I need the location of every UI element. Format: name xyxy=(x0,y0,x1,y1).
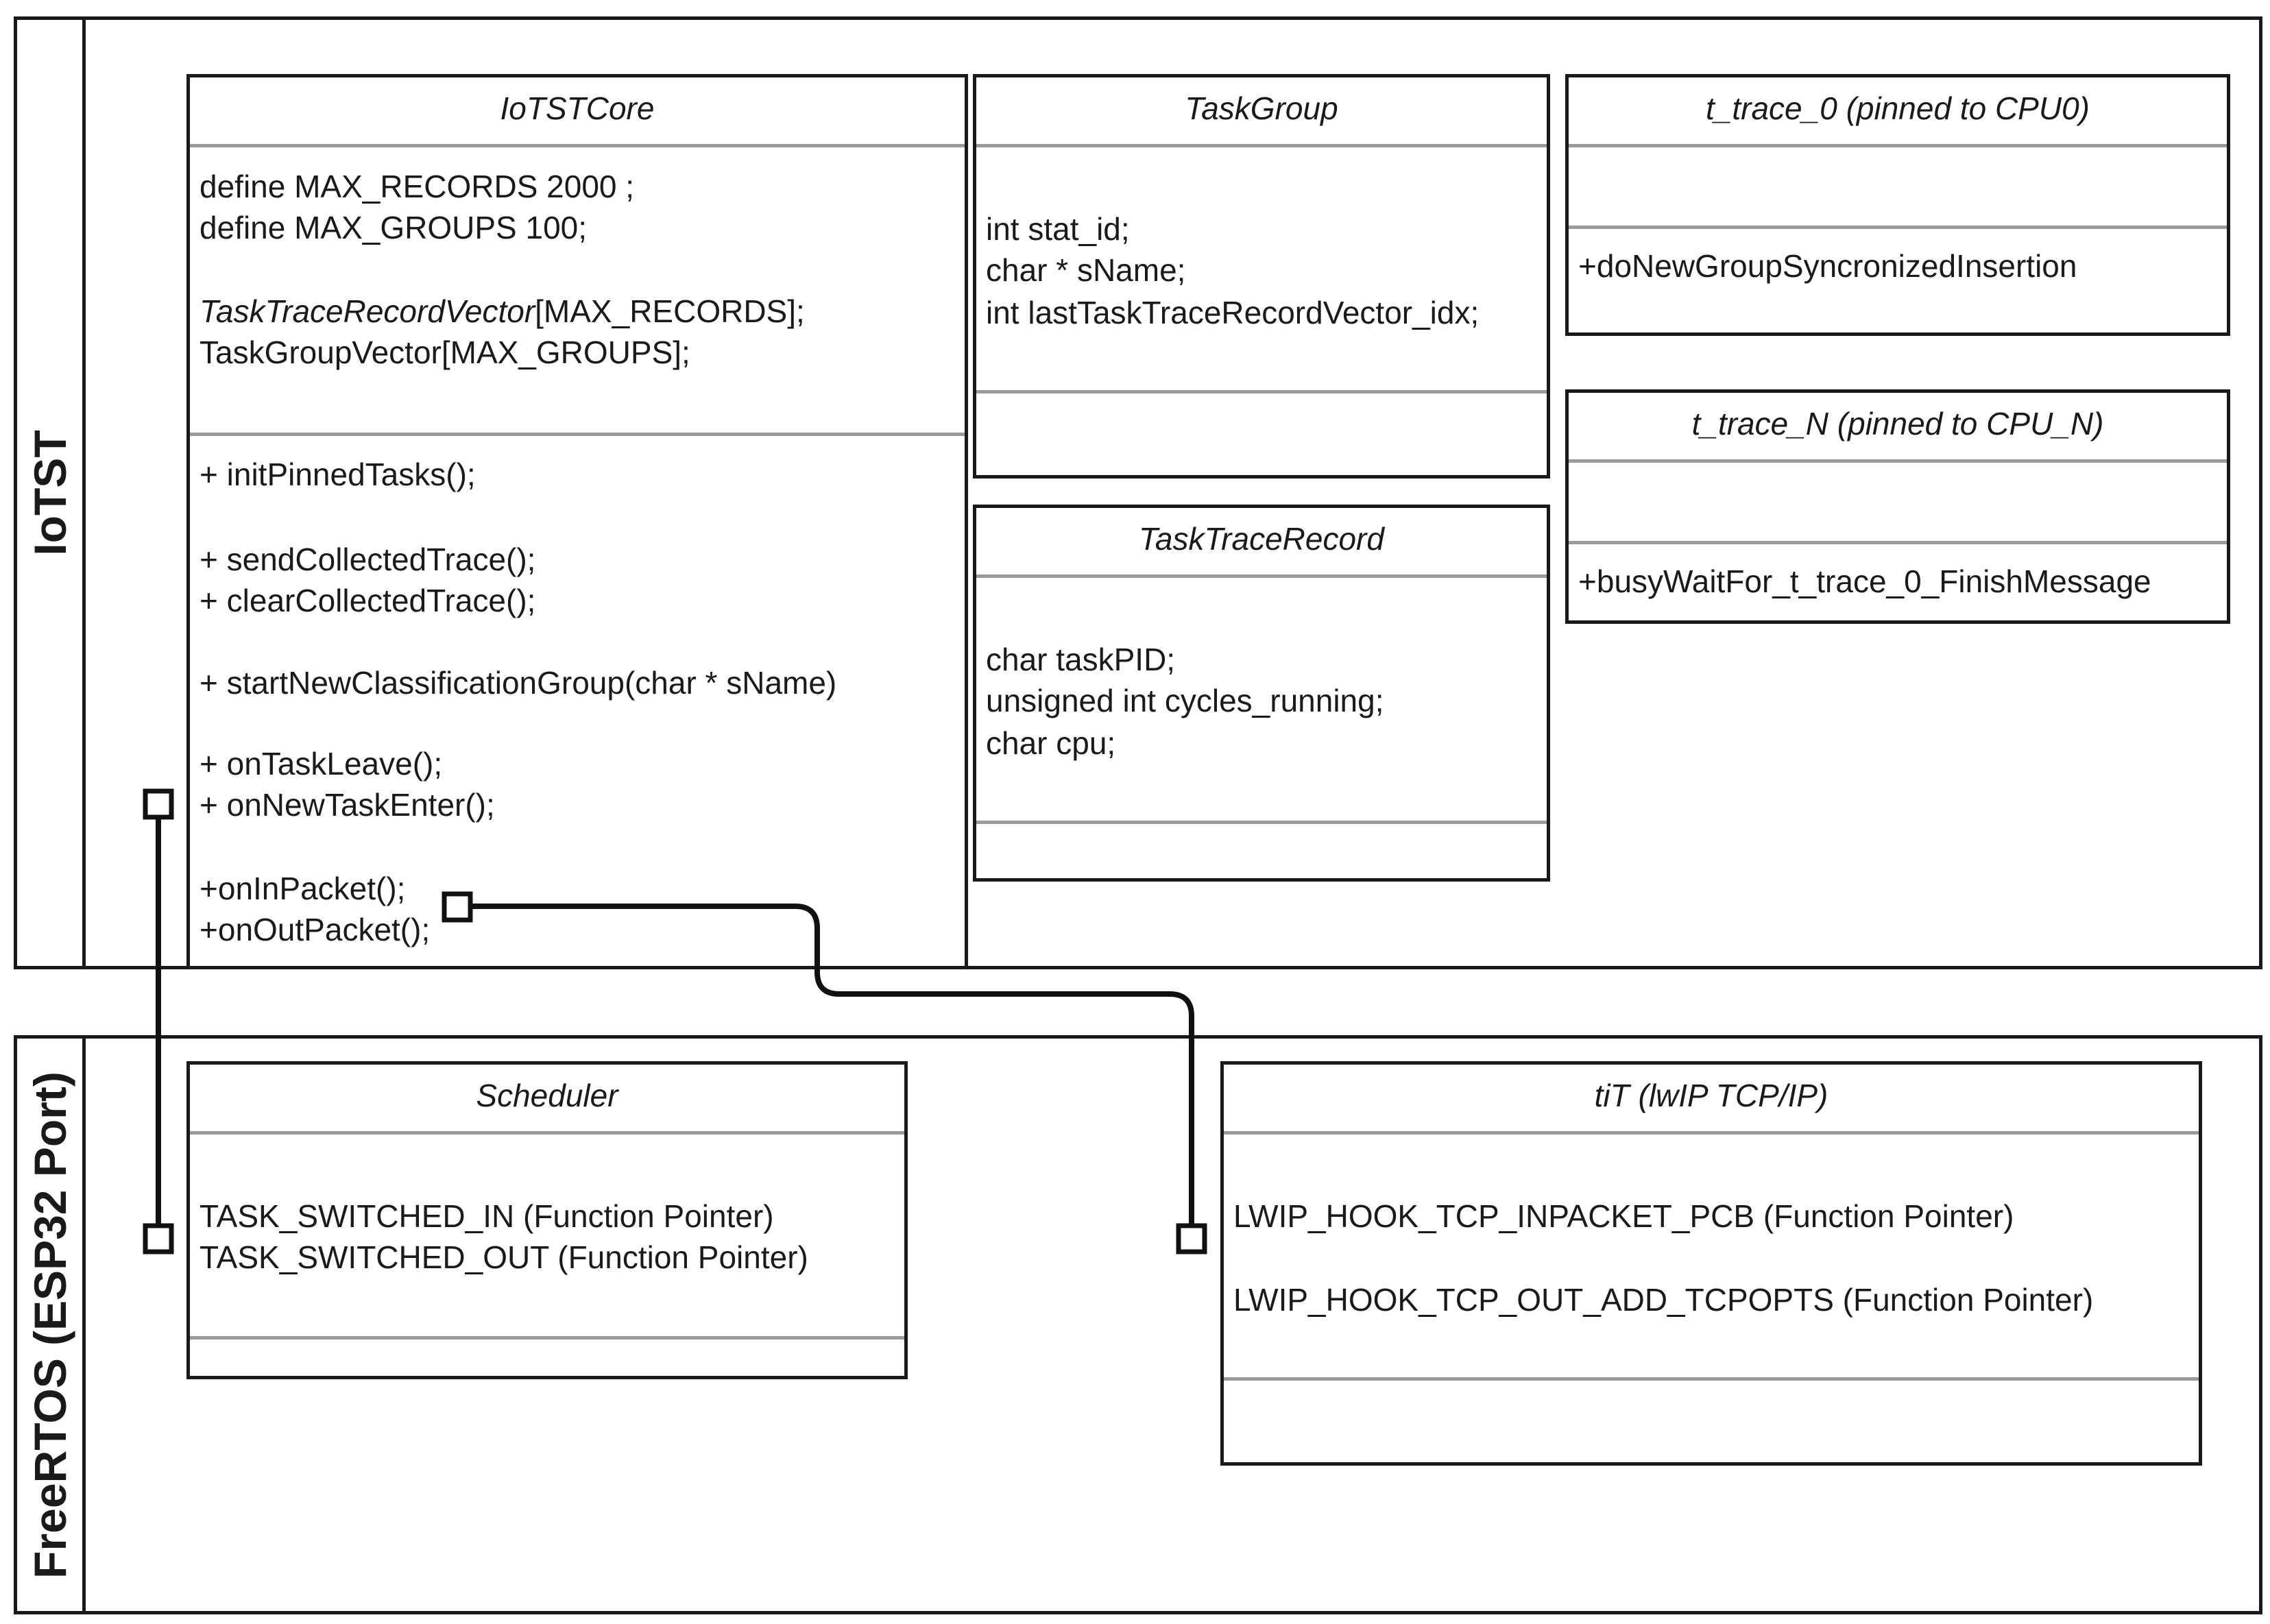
attribute: TaskTraceRecordVector[MAX_RECORDS]; xyxy=(200,295,805,327)
attribute: LWIP_HOOK_TCP_OUT_ADD_TCPOPTS (Function … xyxy=(1233,1282,2094,1318)
attribute-suffix: [MAX_RECORDS]; xyxy=(535,293,805,329)
freertos-package-label: FreeRTOS (ESP32 Port) xyxy=(24,1071,75,1579)
attribute: define MAX_RECORDS 2000 ; xyxy=(200,169,635,204)
method: +onOutPacket(); xyxy=(200,912,431,947)
iotst-package-label: IoTST xyxy=(24,430,75,556)
title-divider xyxy=(1569,459,2227,463)
iotst-package-label-column: IoTST xyxy=(17,20,86,966)
scheduler-class: Scheduler TASK_SWITCHED_IN (Function Poi… xyxy=(186,1061,908,1379)
class-title: tiT (lwIP TCP/IP) xyxy=(1594,1078,1828,1113)
attribute: define MAX_GROUPS 100; xyxy=(200,210,588,245)
title-divider xyxy=(976,144,1547,147)
attribute: TaskGroupVector[MAX_GROUPS]; xyxy=(200,335,690,370)
tasktracerecord-class: TaskTraceRecord char taskPID; unsigned i… xyxy=(973,505,1550,882)
taskgroup-class: TaskGroup int stat_id; char * sName; int… xyxy=(973,74,1550,478)
attribute: unsigned int cycles_running; xyxy=(986,683,1384,718)
title-divider xyxy=(1224,1131,2199,1135)
t-trace-0-class: t_trace_0 (pinned to CPU0) +doNewGroupSy… xyxy=(1565,74,2230,336)
attribute: TASK_SWITCHED_OUT (Function Pointer) xyxy=(200,1239,808,1275)
attribute: char cpu; xyxy=(986,725,1116,761)
title-divider xyxy=(976,574,1547,578)
tit-class: tiT (lwIP TCP/IP) LWIP_HOOK_TCP_INPACKET… xyxy=(1220,1061,2202,1466)
attribute: char * sName; xyxy=(986,252,1186,288)
attribute: int lastTaskTraceRecordVector_idx; xyxy=(986,295,1480,330)
attribute: int stat_id; xyxy=(986,211,1130,247)
method: + onNewTaskEnter(); xyxy=(200,787,495,823)
class-title: t_trace_0 (pinned to CPU0) xyxy=(1706,90,2090,126)
method: + clearCollectedTrace(); xyxy=(200,583,536,618)
attributes-divider xyxy=(1224,1377,2199,1381)
iotstcore-class: IoTSTCore define MAX_RECORDS 2000 ; defi… xyxy=(186,74,968,969)
method: +onInPacket(); xyxy=(200,871,406,906)
method: + startNewClassificationGroup(char * sNa… xyxy=(200,665,837,701)
method: +doNewGroupSyncronizedInsertion xyxy=(1578,248,2077,284)
attributes-divider xyxy=(190,1336,904,1340)
attribute-type: TaskTraceRecordVector xyxy=(200,293,535,329)
attributes-divider xyxy=(190,433,965,436)
class-title: Scheduler xyxy=(476,1078,618,1113)
title-divider xyxy=(190,144,965,147)
attributes-divider xyxy=(976,821,1547,824)
method: +busyWaitFor_t_trace_0_FinishMessage xyxy=(1578,563,2151,599)
t-trace-n-class: t_trace_N (pinned to CPU_N) +busyWaitFor… xyxy=(1565,389,2230,624)
title-divider xyxy=(190,1131,904,1135)
method: + initPinnedTasks(); xyxy=(200,457,476,492)
attribute: LWIP_HOOK_TCP_INPACKET_PCB (Function Poi… xyxy=(1233,1198,2014,1234)
title-divider xyxy=(1569,144,2227,147)
class-title: TaskTraceRecord xyxy=(1139,521,1384,557)
method: + sendCollectedTrace(); xyxy=(200,542,536,577)
class-title: t_trace_N (pinned to CPU_N) xyxy=(1691,406,2104,441)
class-title: TaskGroup xyxy=(1185,90,1338,126)
method: + onTaskLeave(); xyxy=(200,746,443,781)
attributes-divider xyxy=(1569,226,2227,229)
attributes-divider xyxy=(976,390,1547,393)
class-title: IoTSTCore xyxy=(500,90,655,126)
freertos-package-label-column: FreeRTOS (ESP32 Port) xyxy=(17,1039,86,1611)
attribute: TASK_SWITCHED_IN (Function Pointer) xyxy=(200,1198,774,1234)
attribute: char taskPID; xyxy=(986,642,1176,677)
attributes-divider xyxy=(1569,541,2227,544)
